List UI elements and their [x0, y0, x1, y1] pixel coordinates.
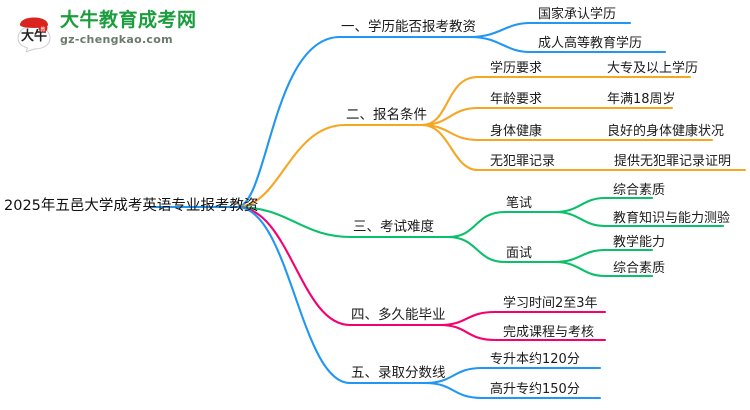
site-logo[interactable]: 大牛 教 大牛教育成考网 gz-chengkao.com [12, 6, 196, 54]
branch-5-child-1-label[interactable]: 专升本约120分 [490, 352, 580, 367]
branch-1-child-1-label[interactable]: 国家承认学历 [538, 7, 617, 22]
branch-2-label[interactable]: 二、报名条件 [346, 107, 427, 123]
branch-3-child-1-label[interactable]: 笔试 [506, 196, 533, 211]
branch-1-child-1-link [468, 21, 632, 39]
svg-text:大牛: 大牛 [21, 28, 47, 44]
branch-1-spine [235, 35, 472, 209]
branch-2-child-4-label[interactable]: 无犯罪记录 [490, 154, 556, 169]
logo-cn-text: 大牛教育成考网 [60, 9, 197, 31]
branch-3-child-2-detail-2[interactable]: 综合素质 [613, 261, 666, 276]
branch-2-child-4-link [420, 123, 747, 172]
branch-2-child-3-label[interactable]: 身体健康 [490, 124, 543, 139]
branch-2-child-2-label[interactable]: 年龄要求 [490, 92, 543, 107]
svg-text:教: 教 [40, 26, 45, 33]
branch-4-spine [235, 205, 442, 327]
daniu-bull-badge-icon: 大牛 教 [17, 17, 51, 52]
branch-5-spine [235, 205, 427, 385]
branch-3-child-2-label[interactable]: 面试 [506, 246, 533, 261]
logo-text-block: 大牛教育成考网 gz-chengkao.com [60, 9, 197, 47]
branch-1-child-2-link [468, 35, 667, 54]
branch-3-spine [235, 205, 450, 239]
branch-4-child-1-link [438, 310, 607, 327]
branch-2-child-4-detail[interactable]: 提供无犯罪记录证明 [614, 154, 732, 169]
branch-5-child-2-label[interactable]: 高升专约150分 [490, 382, 580, 397]
branch-3-child-2-link [446, 235, 557, 264]
branch-3-child-1-detail-1[interactable]: 综合素质 [613, 183, 666, 198]
branch-5-child-2-link [423, 381, 602, 400]
branch-4-child-2-label[interactable]: 完成课程与考核 [503, 325, 595, 340]
branch-2-spine [235, 123, 424, 209]
root-node[interactable]: 2025年五邑大学成考英语专业报考教资 [4, 198, 259, 214]
branch-2-child-1-label[interactable]: 学历要求 [490, 61, 543, 76]
branch-4-child-2-link [438, 323, 607, 342]
branch-3-g2-link [553, 210, 725, 228]
branch-2-child-2-link [420, 106, 674, 127]
branch-3-child-2-detail-1[interactable]: 教学能力 [613, 235, 666, 250]
branch-3-label[interactable]: 三、考试难度 [353, 219, 434, 235]
branch-1-label[interactable]: 一、学历能否报考教资 [341, 19, 476, 35]
branch-1-child-2-label[interactable]: 成人高等教育学历 [538, 36, 643, 51]
branch-4-label[interactable]: 四、多久能毕业 [351, 307, 446, 323]
branch-2-child-1-detail[interactable]: 大专及以上学历 [607, 61, 699, 76]
logo-en-text: gz-chengkao.com [60, 33, 173, 46]
branch-3-g1-link [553, 196, 654, 214]
branch-3-child-1-detail-2[interactable]: 教育知识与能力测验 [613, 211, 731, 226]
branch-5-label[interactable]: 五、录取分数线 [351, 365, 446, 381]
branch-2-child-2-detail[interactable]: 年满18周岁 [607, 92, 676, 107]
branch-4-child-1-label[interactable]: 学习时间2至3年 [503, 296, 598, 311]
branch-3-child-1-link [446, 210, 557, 239]
branch-3-g4-link [553, 260, 654, 278]
branch-2-child-1-link [420, 75, 692, 127]
branch-5-child-1-link [423, 366, 602, 385]
branch-2-child-3-detail[interactable]: 良好的身体健康状况 [607, 124, 725, 139]
